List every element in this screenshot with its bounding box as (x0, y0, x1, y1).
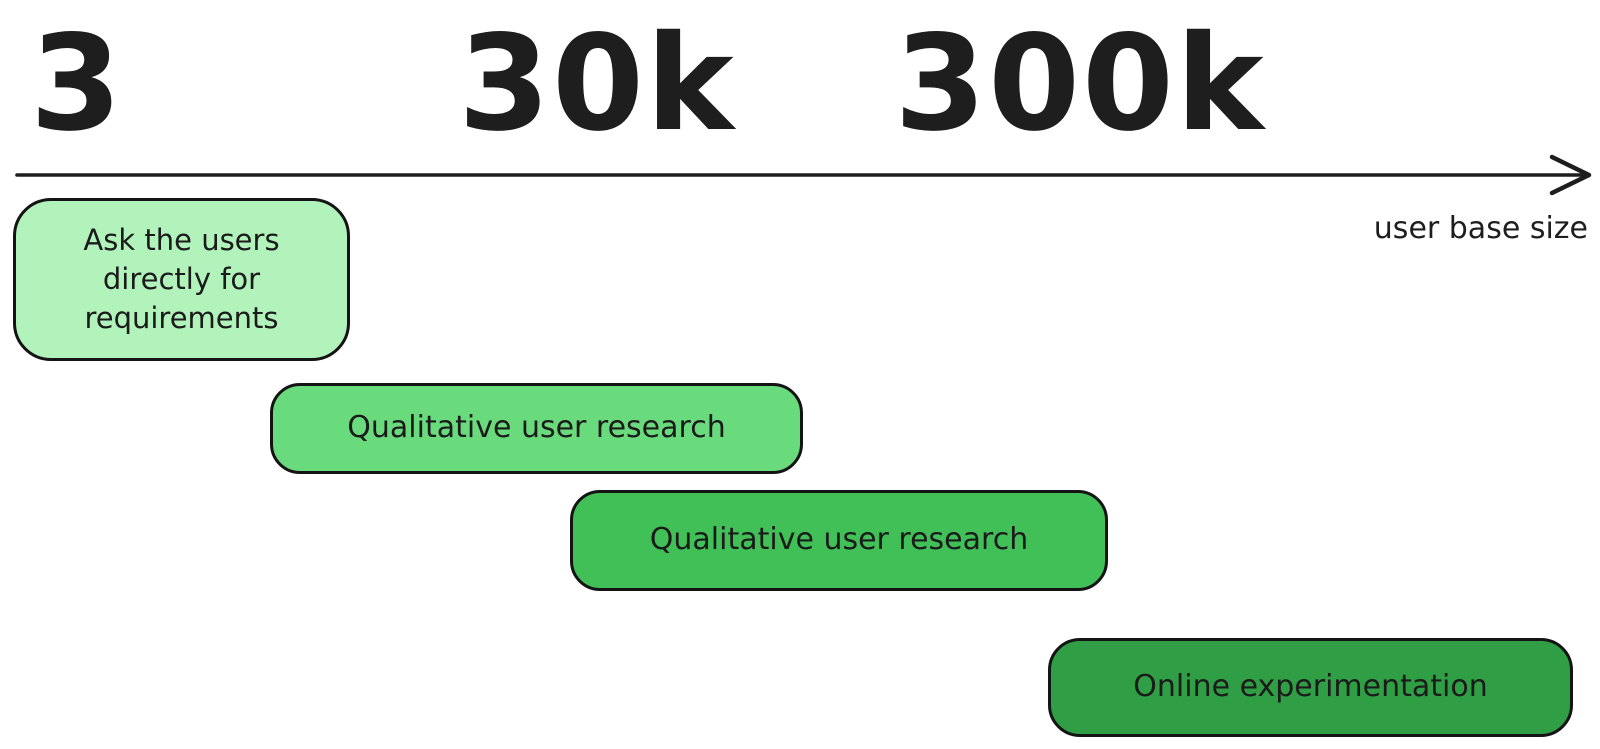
method-box-label: Ask the users directly for requirements (83, 222, 280, 336)
method-box-ask-users: Ask the users directly for requirements (13, 198, 350, 361)
method-box-label: Qualitative user research (347, 410, 726, 446)
method-box-label: Online experimentation (1133, 669, 1488, 705)
axis-tick-30k: 30k (458, 7, 736, 161)
method-box-online-experimentation: Online experimentation (1048, 638, 1573, 737)
axis-arrowhead-icon (1549, 154, 1592, 196)
axis-tick-3: 3 (30, 7, 124, 161)
method-box-qualitative-research-1: Qualitative user research (270, 383, 803, 474)
method-box-qualitative-research-2: Qualitative user research (570, 490, 1108, 591)
method-box-label: Qualitative user research (649, 522, 1029, 558)
axis-title: user base size (1373, 211, 1588, 246)
axis-tick-300k: 300k (894, 7, 1266, 161)
